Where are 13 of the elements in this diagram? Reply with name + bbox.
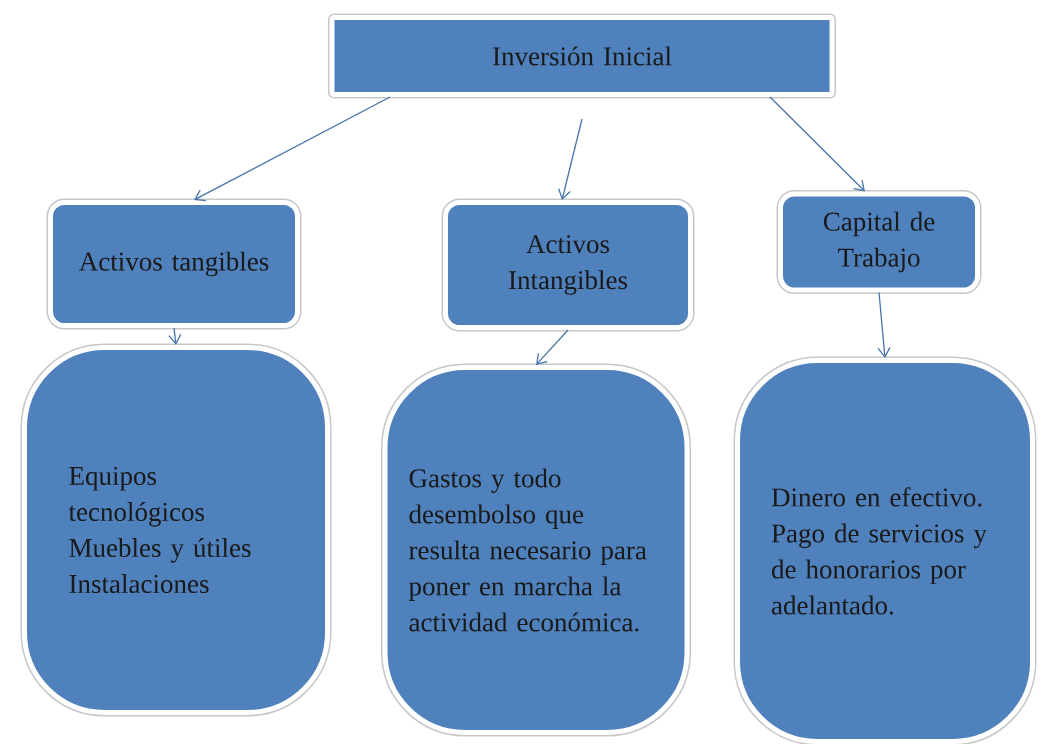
arrow: [769, 96, 865, 192]
category-box: Activos Intangibles: [441, 198, 695, 332]
title-box: Inversión Inicial: [328, 13, 836, 99]
description-barrel: Gastos y todo desembolso que resulta necesario para poner en marcha la actividad económica.: [381, 363, 691, 737]
category-box: Capital de Trabajo: [776, 190, 982, 294]
arrow: [168, 327, 182, 345]
category-box: Activos tangibles: [46, 198, 302, 330]
arrow: [536, 329, 569, 365]
description-barrel: Dinero en efectivo. Pago de servicios y de honorarios por adelantado.: [733, 356, 1037, 744]
description-barrel: Equipos tecnológicos Muebles y útiles Instalaciones: [20, 343, 332, 717]
arrow: [194, 96, 391, 202]
arrow: [557, 118, 583, 200]
arrow: [877, 291, 891, 358]
